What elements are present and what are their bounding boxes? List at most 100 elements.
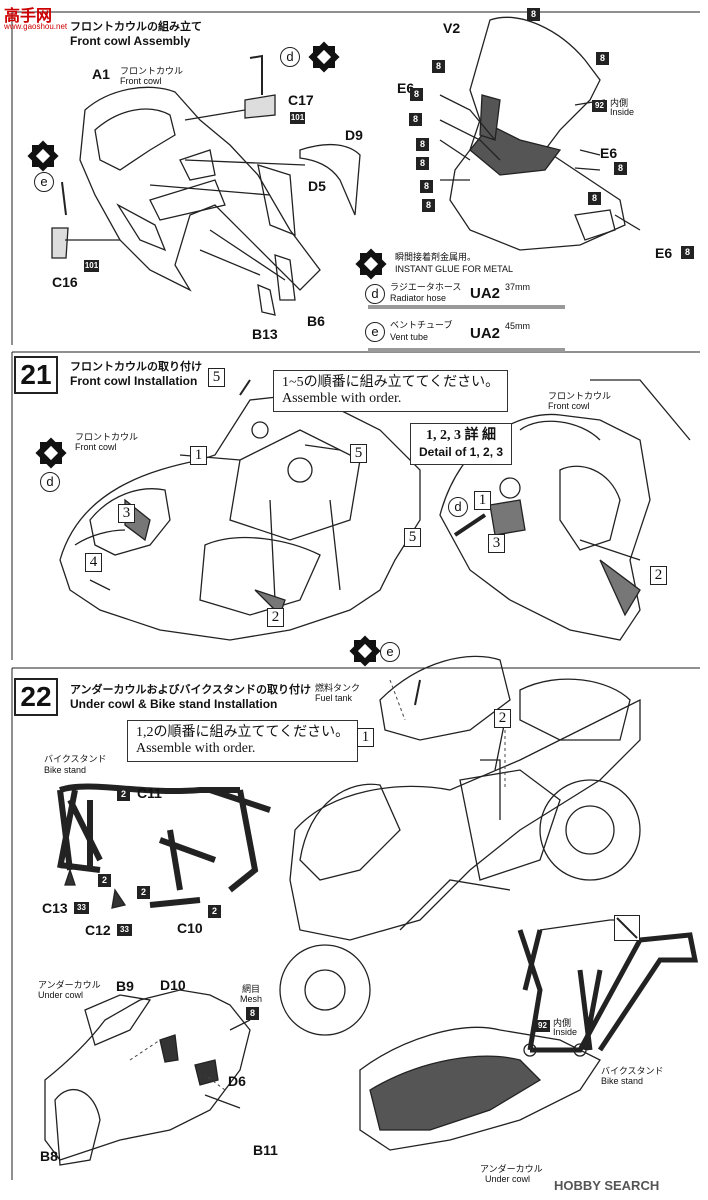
- vent-tube-jp: ベントチューブ: [390, 321, 453, 331]
- part-c13: C13: [42, 900, 68, 916]
- color-badge-inside: 92: [592, 100, 607, 112]
- step20-title-en: Front cowl Assembly: [70, 34, 191, 48]
- part-c12: C12: [85, 922, 111, 938]
- vent-tube-en: Vent tube: [390, 332, 429, 342]
- part-e6: E6: [655, 245, 673, 261]
- bike-stand-jp: バイクスタンド: [601, 1067, 664, 1077]
- radiator-hose-length: 37mm: [505, 282, 531, 292]
- order-number: 5: [208, 368, 225, 387]
- bike-stand-jp: バイクスタンド: [44, 755, 107, 765]
- inside-en: Inside: [553, 1027, 578, 1037]
- detail-note: 1, 2, 3 詳 細 Detail of 1, 2, 3: [410, 423, 513, 465]
- step20-header: フロントカウルの組み立て Front cowl Assembly: [70, 18, 202, 48]
- under-cowl-en: Under cowl: [485, 1174, 531, 1184]
- color-badge: 8: [681, 246, 694, 259]
- fuel-tank-en: Fuel tank: [315, 693, 353, 703]
- tube-e-marker: e: [380, 642, 400, 662]
- color-badge: 8: [416, 138, 429, 151]
- inside-jp: 内側: [553, 1019, 572, 1029]
- part-b8: B8: [40, 1148, 58, 1164]
- step21-header: フロントカウルの取り付け Front cowl Installation: [70, 358, 202, 388]
- color-badge: 8: [432, 60, 445, 73]
- fuel-tank-jp: 燃料タンク: [315, 684, 361, 694]
- part-e6: E6: [600, 145, 618, 161]
- order-note-en: Assemble with order.: [136, 741, 256, 756]
- color-badge: 8: [420, 180, 433, 193]
- inside-jp: 内側: [610, 99, 629, 109]
- under-cowl-en: Under cowl: [38, 990, 84, 1000]
- color-badge: 8: [416, 157, 429, 170]
- part-c11: C11: [137, 785, 162, 801]
- part-b13: B13: [252, 326, 278, 342]
- order-number: 2: [267, 608, 284, 627]
- color-badge: 33: [74, 902, 89, 914]
- glue-icon: [313, 46, 335, 68]
- order-number: 3: [118, 504, 135, 523]
- tube-d-marker: d: [280, 47, 300, 67]
- tube-e-marker: e: [365, 322, 385, 342]
- detail-note-jp: 1, 2, 3 詳 細: [426, 428, 497, 443]
- part-e6: E6: [397, 80, 415, 96]
- part-a1-en: Front cowl: [120, 76, 162, 86]
- step21-title-jp: フロントカウルの取り付け: [70, 360, 202, 373]
- step20-title-jp: フロントカウルの組み立て: [70, 20, 202, 33]
- front-cowl-en: Front cowl: [75, 442, 117, 452]
- vent-tube-length: 45mm: [505, 321, 531, 331]
- part-d6: D6: [228, 1073, 246, 1089]
- color-badge: 8: [410, 88, 423, 101]
- detail-note-en: Detail of 1, 2, 3: [419, 445, 504, 459]
- bike-stand-en: Bike stand: [44, 765, 87, 775]
- part-a1-jp: フロントカウル: [120, 67, 184, 77]
- order-number: 1: [474, 491, 491, 510]
- inside-en: Inside: [610, 107, 635, 117]
- step21-title-en: Front cowl Installation: [70, 374, 198, 388]
- step-number: 22: [14, 678, 58, 716]
- radiator-hose-en: Radiator hose: [390, 293, 447, 303]
- step22-title-jp: アンダーカウルおよびバイクスタンドの取り付け: [70, 683, 312, 696]
- order-number: 5: [404, 528, 421, 547]
- under-cowl-jp: アンダーカウル: [480, 1165, 543, 1175]
- color-badge: 8: [409, 113, 422, 126]
- order-number: 2: [650, 566, 667, 585]
- color-badge-c16: 101: [84, 260, 99, 272]
- part-d9: D9: [345, 127, 363, 143]
- order-note: 1,2の順番に組み立ててください。 Assemble with order.: [127, 720, 359, 762]
- front-cowl-jp: フロントカウル: [548, 392, 612, 402]
- color-badge-c17: 101: [290, 112, 305, 124]
- part-b11: B11: [253, 1142, 278, 1158]
- color-badge: 2: [98, 874, 111, 887]
- part-d10: D10: [160, 977, 186, 993]
- color-badge: 2: [208, 905, 221, 918]
- mesh-en: Mesh: [240, 994, 263, 1004]
- part-b9: B9: [116, 978, 134, 994]
- watermark-logo: 高手网: [4, 6, 53, 25]
- front-cowl-en: Front cowl: [548, 401, 590, 411]
- color-badge: 8: [422, 199, 435, 212]
- order-number: 3: [488, 534, 505, 553]
- part-v2: V2: [443, 20, 461, 36]
- mesh-jp: 網目: [242, 985, 261, 995]
- order-number: 5: [350, 444, 367, 463]
- step22-header: アンダーカウルおよびバイクスタンドの取り付け Under cowl & Bike…: [70, 681, 311, 711]
- order-note-jp: 1~5の順番に組み立ててください。: [282, 375, 500, 390]
- radiator-hose-jp: ラジエータホース: [390, 283, 462, 293]
- part-b6: B6: [307, 313, 325, 329]
- order-note-jp: 1,2の順番に組み立ててください。: [136, 725, 350, 740]
- glue-label-en: INSTANT GLUE FOR METAL: [395, 264, 514, 274]
- color-badge: 8: [588, 192, 601, 205]
- no-glue-icon: [614, 915, 640, 941]
- order-note: 1~5の順番に組み立ててください。 Assemble with order.: [273, 370, 509, 412]
- order-number: 1: [357, 728, 374, 747]
- step-number: 21: [14, 356, 58, 394]
- glue-icon: [32, 145, 54, 167]
- color-badge: 8: [527, 8, 540, 21]
- vent-tube-code: UA2: [470, 325, 501, 342]
- order-number: 2: [494, 709, 511, 728]
- color-badge: 2: [117, 788, 130, 801]
- radiator-hose-code: UA2: [470, 285, 501, 302]
- under-cowl-jp: アンダーカウル: [38, 981, 101, 991]
- order-note-en: Assemble with order.: [282, 391, 402, 406]
- footer-watermark: HOBBY SEARCH: [554, 1178, 660, 1193]
- part-d5: D5: [308, 178, 326, 194]
